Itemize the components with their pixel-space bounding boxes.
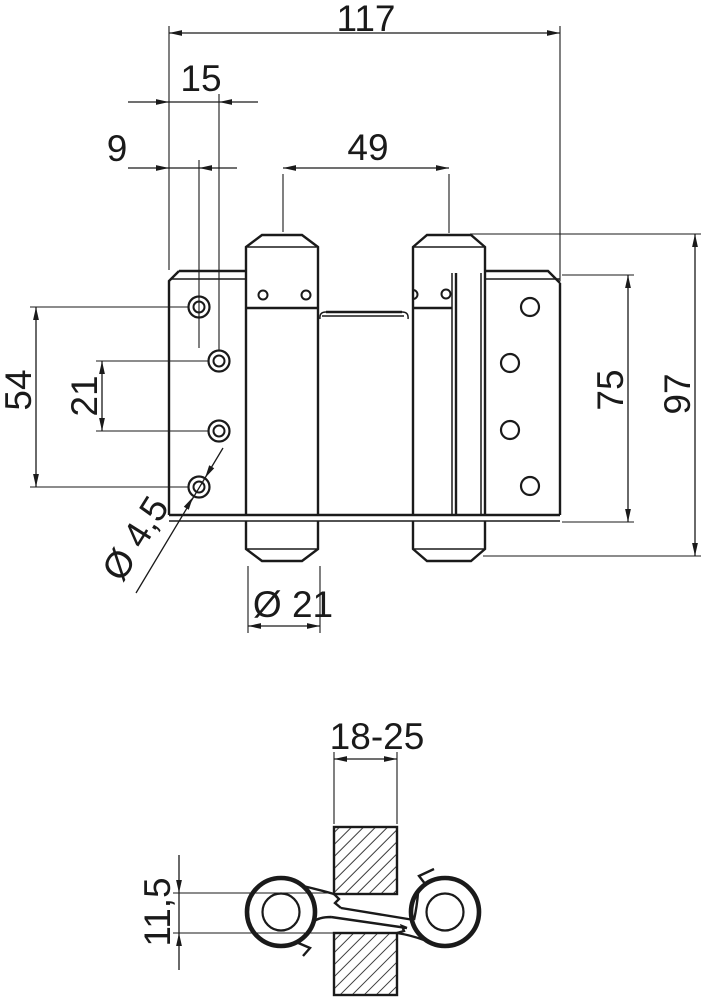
dim-label-barrel-dia: Ø 21 — [253, 584, 333, 625]
screw-hole — [519, 475, 541, 497]
front-view-dimensions — [30, 26, 701, 633]
dim-label-door-thickness: 18-25 — [330, 716, 425, 757]
plan-view-arrowheads — [176, 756, 397, 946]
arrowhead — [248, 623, 261, 629]
arrowhead — [205, 465, 215, 478]
arrowhead — [169, 30, 182, 36]
countersunk-hole-outer — [187, 475, 211, 499]
arrowhead — [33, 474, 39, 487]
front-view-arrowheads — [33, 30, 698, 629]
countersunk-hole-inner — [192, 480, 206, 494]
arrowhead — [99, 418, 105, 431]
hinge-outline — [167, 233, 562, 563]
arrowhead — [384, 756, 397, 762]
arrowhead — [625, 275, 631, 288]
countersunk-hole-inner — [212, 354, 226, 368]
extension-lines — [30, 26, 701, 633]
screw-hole-group — [499, 296, 541, 497]
plan-view-labels: 18-25 11,5 — [137, 716, 424, 947]
dim-label-hole-col1-offset: 9 — [107, 128, 128, 169]
arrowhead — [176, 880, 182, 893]
hinge-internal-lines — [169, 246, 560, 550]
dimension-lines — [35, 32, 696, 627]
arrowhead — [156, 165, 169, 171]
door-section-upper — [332, 825, 399, 896]
arrowhead — [219, 99, 232, 105]
extension-lines — [173, 752, 398, 934]
door-section-lower — [332, 931, 399, 997]
arrowhead — [33, 307, 39, 320]
pin-hole-half — [412, 289, 419, 300]
pin-hole — [440, 288, 452, 300]
dim-label-leaf-offset: 11,5 — [137, 877, 178, 946]
pin-hole — [257, 289, 269, 301]
knuckle-barrel-left — [244, 875, 318, 949]
plan-view — [244, 825, 482, 997]
arrowhead — [307, 623, 320, 629]
dim-label-leaf-height: 75 — [590, 369, 631, 410]
dim-label-total-width: 117 — [337, 0, 396, 39]
arrowhead — [547, 30, 560, 36]
dim-label-barrel-spacing: 49 — [347, 127, 388, 168]
arrowhead — [176, 933, 182, 946]
countersunk-hole-outer — [207, 419, 231, 443]
arrowhead — [436, 165, 449, 171]
arrowhead — [99, 361, 105, 374]
knuckle-pin-right — [425, 892, 465, 932]
pin-hole — [300, 289, 312, 301]
arrowhead — [183, 497, 193, 510]
dim-label-hole-col2-offset: 15 — [180, 58, 221, 99]
dim-label-total-height: 97 — [657, 373, 698, 414]
arrowhead — [625, 509, 631, 522]
arrowhead — [283, 165, 296, 171]
arrowhead — [692, 234, 698, 247]
arrowhead — [156, 99, 169, 105]
arrowhead — [199, 165, 212, 171]
countersunk-hole-inner — [212, 424, 226, 438]
leaf-straps — [295, 867, 435, 957]
screw-hole — [499, 419, 521, 441]
screw-hole — [499, 352, 521, 374]
countersunk-hole-outer — [207, 349, 231, 373]
dim-label-hole-gap: 21 — [64, 375, 105, 416]
knuckle-barrel-right — [408, 875, 482, 949]
arrowhead — [334, 756, 347, 762]
screw-hole — [519, 296, 541, 318]
pin-hole-group — [257, 288, 452, 301]
dim-label-hole-span: 54 — [0, 369, 39, 410]
arrowhead — [692, 543, 698, 556]
